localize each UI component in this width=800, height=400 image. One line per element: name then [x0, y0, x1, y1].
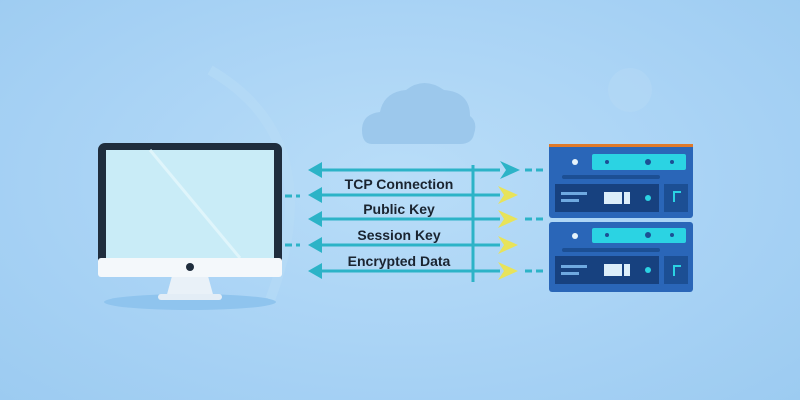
flow-label-public-key: Public Key [363, 201, 435, 217]
desktop-monitor-icon [98, 143, 282, 310]
cloud-icon [362, 83, 476, 144]
flow-label-encrypted-data: Encrypted Data [347, 253, 451, 269]
server-rack-icon [549, 144, 693, 292]
flow-label-tcp-connection: TCP Connection [344, 176, 454, 192]
background-arc [207, 65, 295, 302]
arrows [308, 161, 520, 280]
flow-label-session-key: Session Key [357, 227, 441, 243]
background-blob [608, 68, 652, 112]
